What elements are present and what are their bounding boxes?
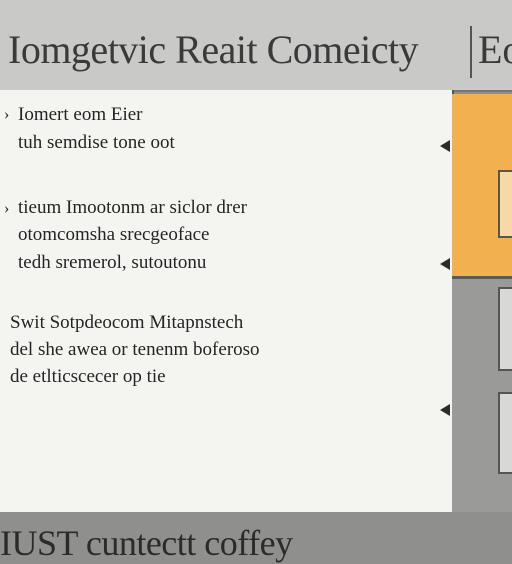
side-cell-1 (498, 170, 512, 238)
side-cell-2 (498, 287, 512, 371)
page-title: Iomgetvic Reait Comeicty (8, 27, 419, 72)
block-2-line-1: tieum Imootonm ar siclor drer (18, 197, 247, 218)
block-3-line-2: del she awea or tenenm boferoso (10, 339, 260, 360)
side-tick-3 (440, 404, 450, 416)
block-2-line-3: tedh sremerol, sutoutonu (18, 252, 207, 273)
block-1-line-1: Iomert eom Eier (18, 104, 143, 125)
footer-text: IUST cuntectt coffey (0, 523, 293, 563)
bullet-marker-2: › (4, 200, 10, 217)
side-cell-3 (498, 392, 512, 474)
block-3-line-1: Swit Sotpdeocom Mitapnstech (10, 312, 244, 333)
bullet-marker-1: › (4, 106, 10, 123)
block-2-line-2: otomcomsha srecgeoface (18, 224, 210, 245)
side-tick-1 (440, 140, 450, 152)
block-1-line-2: tuh semdise tone oot (18, 132, 175, 153)
title-bar: Iomgetvic Reait Comeicty Eo (0, 0, 512, 92)
block-3-line-3: de etlticscecer op tie (10, 366, 166, 387)
title-suffix: Eo (470, 26, 512, 78)
side-tick-2 (440, 258, 450, 270)
content-panel: › Iomert eom Eier tuh semdise tone oot ›… (0, 90, 454, 563)
